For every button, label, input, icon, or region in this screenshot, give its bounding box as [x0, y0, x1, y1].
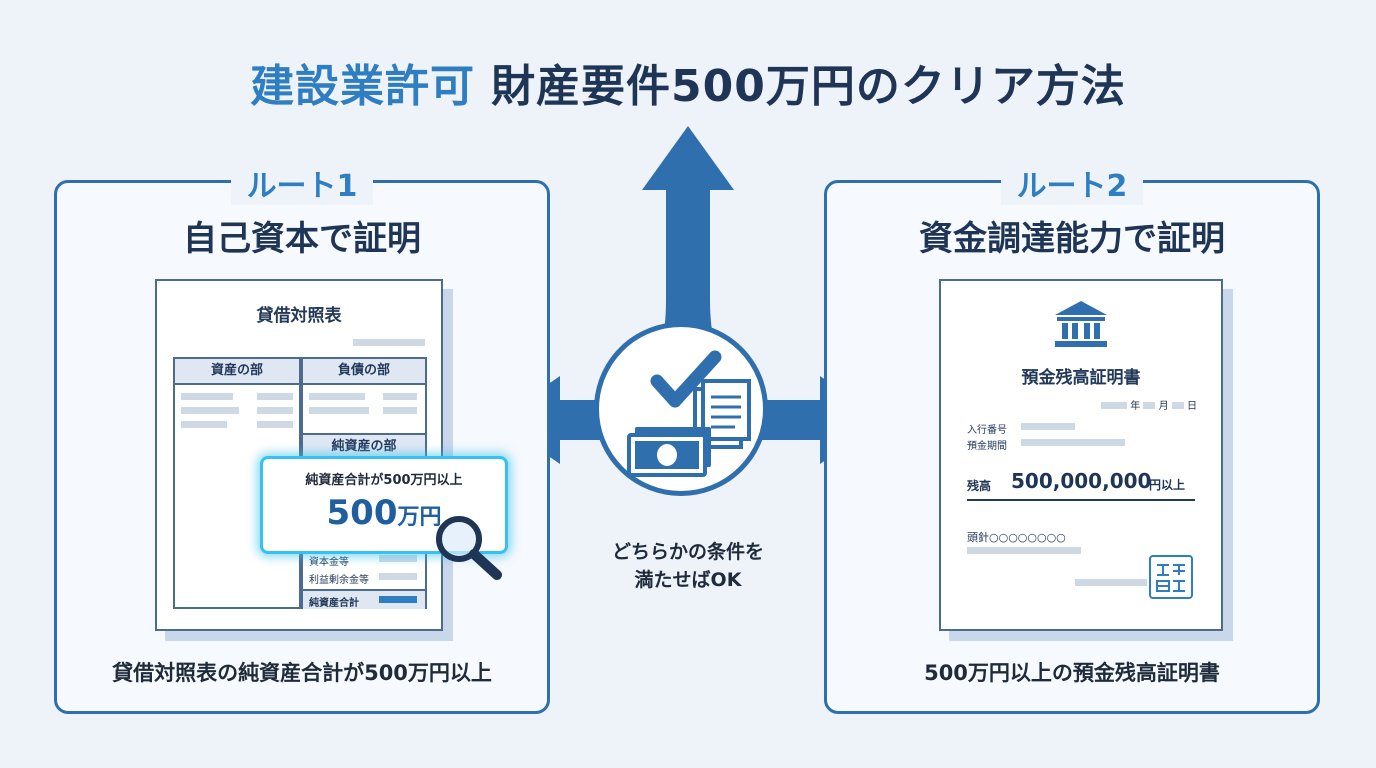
route1-caption: 貸借対照表の純資産合計が500万円以上	[112, 661, 492, 685]
row-total: 純資産合計	[309, 598, 359, 609]
balance-line: 残高 500,000,000 円以上	[967, 469, 1195, 501]
date-year: 年	[1130, 401, 1141, 412]
net-assets-total-row: 純資産合計	[303, 589, 425, 609]
official-seal	[1149, 555, 1193, 599]
balance-suffix: 円以上	[1149, 478, 1186, 492]
signer-line: 頭針○○○○○○○○	[967, 531, 1066, 544]
left-arrow	[496, 376, 620, 464]
liabilities-header: 負債の部	[303, 359, 425, 385]
route1-panel: ルート1 自己資本で証明 貸借対照表 資産の部 負債の部 純資産の部 資本金等 …	[54, 161, 550, 714]
up-arrow	[642, 126, 734, 330]
route2-label: ルート2	[1000, 161, 1144, 205]
title-main: 財産要件500万円のクリア方法	[491, 61, 1126, 112]
right-arrow	[760, 376, 884, 464]
center-note: どちらかの条件を 満たせばOK	[560, 538, 816, 594]
row-account-number: 入行番号	[967, 425, 1007, 436]
route2-caption: 500万円以上の預金残高証明書	[924, 661, 1220, 685]
balance-label: 残高	[967, 479, 992, 493]
balance-amount: 500,000,000	[1011, 469, 1152, 493]
certificate-date: 年 月 日	[1101, 397, 1197, 412]
magnifier-icon	[436, 516, 502, 580]
highlight-amount: 500	[326, 493, 398, 533]
route2-panel: ルート2 資金調達能力で証明 預金残高証明書 年 月 日 入行番号 預金期間 残…	[824, 161, 1320, 714]
bank-icon	[1055, 301, 1107, 347]
row-retained-earnings: 利益剰余金等	[309, 575, 369, 586]
date-month: 月	[1158, 401, 1169, 412]
center-note-line1: どちらかの条件を	[611, 541, 764, 563]
date-day: 日	[1186, 401, 1197, 412]
certificate-title: 預金残高証明書	[1021, 368, 1141, 388]
page-title: 建設業許可財産要件500万円のクリア方法	[0, 50, 1376, 114]
row-deposit-period: 預金期間	[967, 441, 1007, 452]
assets-header: 資産の部	[175, 359, 299, 385]
row-capital: 資本金等	[309, 557, 349, 568]
deposit-certificate-document: 預金残高証明書 年 月 日 入行番号 預金期間 残高 500,000,000 円…	[939, 279, 1223, 631]
title-accent: 建設業許可	[250, 61, 476, 112]
route1-title: 自己資本で証明	[183, 219, 421, 259]
balance-sheet-document: 貸借対照表 資産の部 負債の部 純資産の部 資本金等 利益剰余金等 純資産合計	[155, 279, 443, 631]
highlight-caption: 純資産合計が500万円以上	[305, 473, 463, 488]
center-note-line2: 満たせばOK	[634, 569, 742, 591]
center-circle	[594, 322, 768, 496]
route2-title: 資金調達能力で証明	[919, 219, 1225, 259]
checkmark-money-document-icon	[627, 350, 751, 477]
route1-label: ルート1	[230, 161, 374, 205]
highlight-unit: 万円	[397, 505, 442, 530]
seal-mark-icon	[1156, 564, 1185, 592]
balance-sheet-title: 貸借対照表	[256, 306, 342, 326]
